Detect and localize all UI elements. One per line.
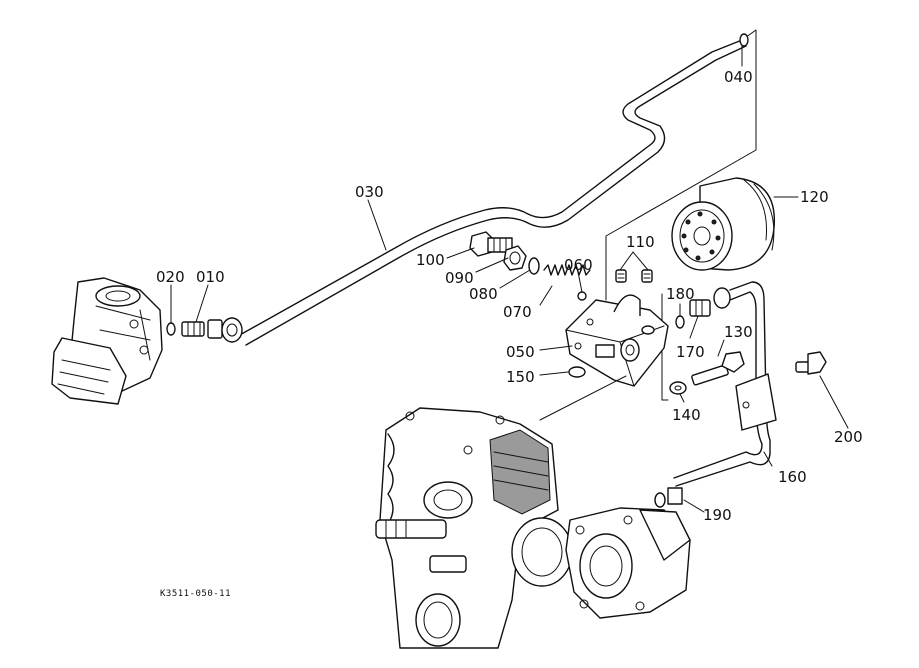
filter-head-050: [565, 294, 669, 387]
o-ring-040: [739, 33, 749, 47]
callout-010: 010: [196, 268, 225, 286]
callout-180: 180: [666, 285, 695, 303]
callout-050: 050: [506, 343, 535, 361]
callout-labels: 010 020 030 040 050 060 070 080 090 100 …: [156, 68, 863, 524]
spring-070: [543, 264, 591, 276]
callout-200: 200: [834, 428, 863, 446]
callout-170: 170: [676, 343, 705, 361]
callout-150: 150: [506, 368, 535, 386]
bolt-200: [795, 351, 827, 375]
callout-120: 120: [800, 188, 829, 206]
bolt-130: [691, 351, 745, 386]
callout-100: 100: [416, 251, 445, 269]
callout-070: 070: [503, 303, 532, 321]
return-pipe-160: [673, 281, 777, 487]
callout-160: 160: [778, 468, 807, 486]
callout-110: 110: [626, 233, 655, 251]
washer-140: [669, 381, 687, 395]
adapter-170: [689, 287, 731, 317]
transmission-case: [375, 407, 573, 649]
callout-020: 020: [156, 268, 185, 286]
callout-190: 190: [703, 506, 732, 524]
callout-140: 140: [672, 406, 701, 424]
callout-060: 060: [564, 256, 593, 274]
seal-190: [654, 487, 683, 508]
callout-040: 040: [724, 68, 753, 86]
callout-080: 080: [469, 285, 498, 303]
figure-code: K3511-050-11: [160, 589, 231, 599]
ball-060: [577, 291, 587, 301]
plugs-110: [615, 269, 653, 283]
hydraulic-pipe-030: [237, 39, 747, 346]
callout-090: 090: [445, 269, 474, 287]
seal-080: [528, 257, 540, 275]
o-ring-150: [568, 366, 586, 378]
hydraulic-pump: [565, 507, 691, 619]
oil-filter-120: [671, 177, 776, 271]
leader-lines: [170, 45, 849, 513]
callout-130: 130: [724, 323, 753, 341]
o-ring-020: [166, 322, 176, 336]
callout-030: 030: [355, 183, 384, 201]
adapter-010: [181, 317, 243, 343]
washer-090: [503, 245, 527, 271]
power-steering-unit: [51, 277, 163, 405]
o-ring-180: [675, 315, 685, 329]
